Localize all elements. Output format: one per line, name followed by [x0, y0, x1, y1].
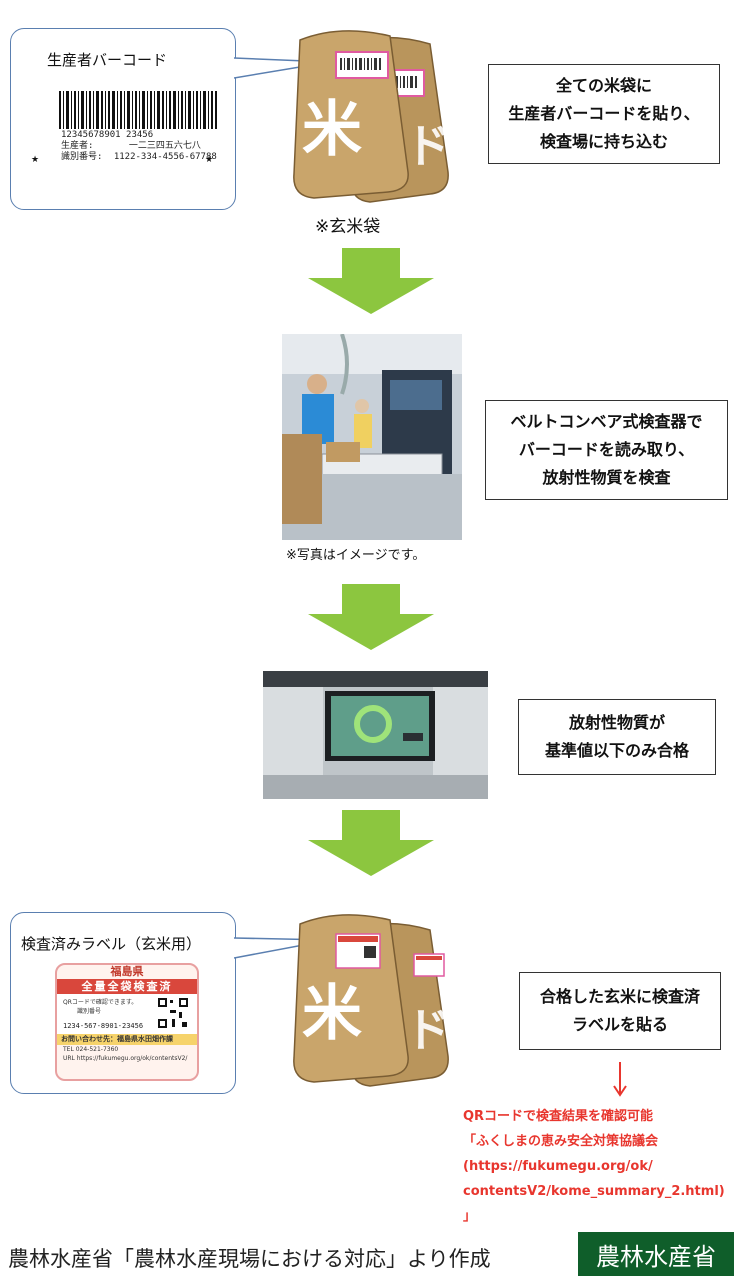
barcode-id-label: 識別番号: [61, 152, 103, 162]
maff-logo: 農林水産省 [578, 1232, 734, 1276]
step4-desc-line: 合格した玄米に検査済 [539, 987, 700, 1006]
step1-desc-line: 生産者バーコードを貼り、 [508, 104, 700, 123]
inspection-label-callout: 検査済みラベル（玄米用） 福島県 全量全袋検査済 QRコードで確認できます。 識… [10, 912, 236, 1094]
down-arrow-icon [308, 584, 434, 650]
step2-description: ベルトコンベア式検査器で バーコードを読み取り、 放射性物質を検査 [485, 400, 728, 500]
label-banner: 全量全袋検査済 [57, 979, 197, 994]
qr-note-line: 」 [463, 1209, 477, 1224]
label-tel: TEL 024-521-7360 [63, 1046, 119, 1053]
step1-description: 全ての米袋に 生産者バーコードを貼り、 検査場に持ち込む [488, 64, 720, 164]
rice-bags-illustration: ド 米 [293, 30, 451, 203]
barcode-producer-label: 生産者: [61, 141, 94, 151]
barcode-producer-value: 一二三四五六七八 [128, 141, 201, 151]
step4-desc-line: ラベルを貼る [571, 1015, 668, 1034]
down-arrow-icon [308, 810, 434, 876]
red-down-arrow-icon [613, 1062, 627, 1097]
svg-text:ド: ド [405, 1003, 451, 1057]
down-arrow-icon [308, 248, 434, 314]
barcode-callout: 生産者バーコード 12345678901 23456 生産者: 一二三四五六七八… [10, 28, 236, 210]
inspection-label-callout-title: 検査済みラベル（玄米用） [21, 935, 202, 953]
step3-desc-line: 基準値以下のみ合格 [544, 741, 689, 760]
source-credit: 農林水産省「農林水産現場における対応」より作成 [8, 1247, 491, 1271]
step3-desc-line: 放射性物質が [568, 713, 665, 732]
label-contact: お問い合わせ先：福島県水田畑作課 [57, 1034, 197, 1045]
step2-desc-line: バーコードを読み取り、 [518, 440, 695, 459]
barcode-id-value: 1122-334-4556-67788 [113, 152, 217, 162]
barcode-graphic [59, 91, 217, 129]
qr-note-line: 「ふくしまの恵み安全対策協議会 [463, 1134, 659, 1149]
step2-desc-line: ベルトコンベア式検査器で [510, 412, 703, 431]
conveyor-inspection-photo [282, 334, 462, 540]
qr-note-link[interactable]: contentsV2/kome_summary_2.html) [463, 1184, 725, 1199]
step2-desc-line: 放射性物質を検査 [542, 468, 671, 487]
barcode-number: 12345678901 23456 [61, 130, 154, 140]
photo-caption: ※写真はイメージです。 [286, 548, 426, 563]
qr-note-line: QRコードで検査結果を確認可能 [463, 1109, 654, 1124]
step4-description: 合格した玄米に検査済 ラベルを貼る [519, 972, 721, 1050]
labeled-rice-bags-illustration: ド 米 [293, 914, 451, 1087]
qr-note-link[interactable]: (https://fukumegu.org/ok/ [463, 1159, 653, 1174]
barcode-id-row: 識別番号: 1122-334-4556-67788 [61, 152, 231, 162]
step1-desc-line: 検査場に持ち込む [539, 132, 668, 151]
label-prefecture: 福島県 [110, 965, 144, 978]
step1-desc-line: 全ての米袋に [555, 76, 652, 95]
label-url: URL https://fukumegu.org/ok/contentsV2/ [63, 1055, 188, 1062]
label-id-number: 1234-567-8901-23456 [63, 1022, 144, 1030]
svg-text:ド: ド [405, 119, 451, 173]
bag-caption: ※玄米袋 [315, 217, 381, 237]
barcode-producer-row: 生産者: 一二三四五六七八 [61, 141, 231, 151]
label-qr-text: QRコードで確認できます。 識別番号 [63, 998, 137, 1016]
label-qr-text-2: 識別番号 [77, 1008, 102, 1015]
qr-code-icon [157, 997, 189, 1029]
step3-description: 放射性物質が 基準値以下のみ合格 [518, 699, 716, 775]
star-icon: ★ [205, 155, 214, 165]
barcode-callout-title: 生産者バーコード [47, 51, 168, 69]
inspection-label-graphic: 福島県 全量全袋検査済 QRコードで確認できます。 識別番号 1234-567-… [55, 963, 199, 1081]
qr-note: QRコードで検査結果を確認可能 「ふくしまの恵み安全対策協議会 (https:/… [463, 1104, 750, 1229]
svg-text:米: 米 [302, 95, 362, 165]
pass-monitor-photo [263, 671, 488, 799]
star-icon: ★ [31, 155, 40, 165]
label-qr-text-1: QRコードで確認できます。 [63, 999, 138, 1006]
svg-text:米: 米 [302, 979, 362, 1049]
